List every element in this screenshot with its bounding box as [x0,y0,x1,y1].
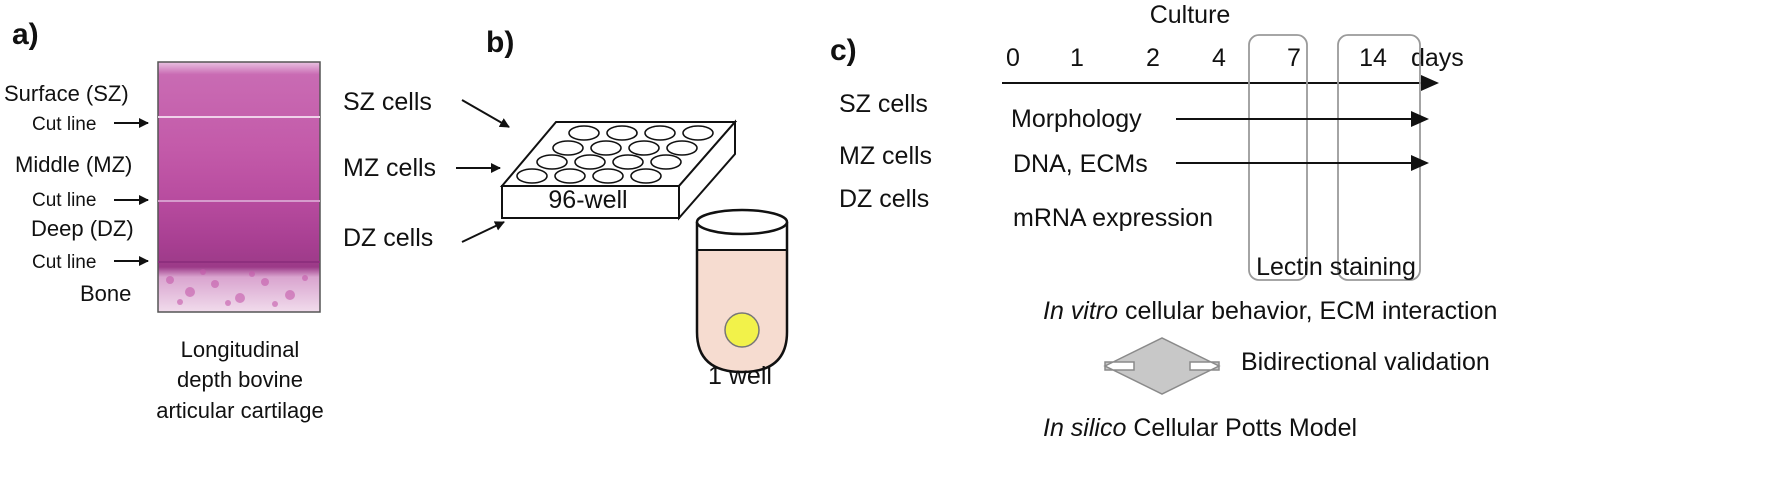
cut-line-label-3: Cut line [32,252,96,273]
zone-label-surface: Surface (SZ) [4,81,129,106]
day-1: 1 [1070,44,1084,72]
panel-c: c) Culture 0 1 2 4 7 14 days SZ cells MZ… [830,1,1497,442]
well-outline [695,222,789,374]
cut-line-label-1: Cut line [32,114,96,135]
zone-label-bone: Bone [80,281,131,306]
panel-a: a) Surface (SZ) Cut line Middle (MZ) Cut… [4,18,324,423]
plate-wells [516,125,714,184]
assay-dna-ecm: DNA, ECMs [1013,150,1148,178]
c-cells-label-mz: MZ cells [839,142,932,170]
well-plate-96 [499,119,738,221]
day-7-highlight-box [1248,34,1308,281]
in-silico-rest: Cellular Potts Model [1126,414,1357,442]
panel-b: b) SZ cells MZ cells DZ cells 96-well [343,26,789,390]
panel-a-letter: a) [12,18,39,51]
day-4: 4 [1212,44,1226,72]
caption-line-3: articular cartilage [156,398,324,423]
days-unit: days [1411,44,1464,72]
caption-line-2: depth bovine [177,367,303,392]
day-2: 2 [1146,44,1160,72]
cells-label-dz: DZ cells [343,224,433,252]
cartilage-section-image [157,61,321,313]
arrow-dz-to-plate [461,221,505,243]
bidirectional-label: Bidirectional validation [1241,348,1490,376]
well-label: 1 well [708,362,772,390]
well-rim [695,208,789,236]
cell-pellet [724,312,760,348]
c-cells-label-dz: DZ cells [839,185,929,213]
bidirectional-arrow-icon [1103,337,1221,395]
lectin-staining-label: Lectin staining [1256,253,1416,281]
in-vitro-rest: cellular behavior, ECM interaction [1118,297,1497,325]
zone-label-deep: Deep (DZ) [31,216,134,241]
in-vitro-label: In vitro cellular behavior, ECM interact… [1043,297,1497,325]
zone-label-middle: Middle (MZ) [15,152,132,177]
caption-line-1: Longitudinal [181,337,300,362]
cut-line-label-2: Cut line [32,190,96,211]
well-medium [697,250,787,372]
assay-morphology: Morphology [1011,105,1142,133]
panel-b-letter: b) [486,26,514,59]
plate-side-face [678,119,736,221]
bone-texture [166,269,308,307]
cells-label-sz: SZ cells [343,88,432,116]
single-well [695,208,789,374]
culture-label: Culture [1150,1,1231,29]
plate-label: 96-well [548,186,627,214]
in-vitro-italic: In vitro [1043,297,1118,325]
panel-c-letter: c) [830,34,857,67]
day-14: 14 [1359,44,1387,72]
cells-label-mz: MZ cells [343,154,436,182]
in-silico-italic: In silico [1043,414,1126,442]
c-cells-label-sz: SZ cells [839,90,928,118]
day-0: 0 [1006,44,1020,72]
day-7: 7 [1287,44,1301,72]
assay-mrna: mRNA expression [1013,204,1213,232]
arrow-sz-to-plate [461,99,510,128]
in-silico-label: In silico Cellular Potts Model [1043,414,1357,442]
